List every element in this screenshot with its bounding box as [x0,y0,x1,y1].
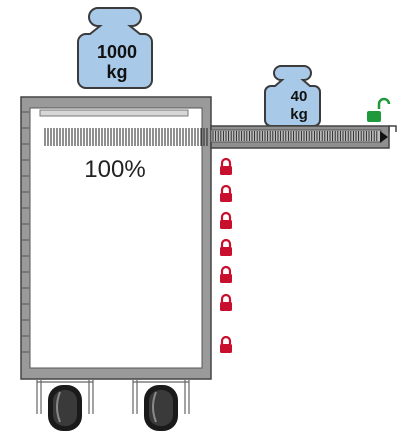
large-weight: 1000 kg [77,7,153,89]
cabinet: 100% [20,96,212,380]
small-weight: 40 kg [264,65,321,127]
rail-end-arrow [380,131,388,143]
padlock-icon[interactable] [220,335,232,353]
padlock-icon[interactable] [220,211,232,229]
fill-level-indicator [44,128,208,146]
extension-rail [210,125,397,149]
cabinet-wheels [36,380,190,431]
small-weight-unit: kg [290,106,308,123]
small-weight-value: 40 [291,88,308,105]
padlock-icon[interactable] [220,184,232,202]
cabinet-top-slot [39,109,189,117]
wheel [36,380,94,431]
cabinet-interior [29,107,203,369]
large-weight-value: 1000 [97,42,137,62]
unlocked-padlock-icon[interactable] [367,97,391,122]
padlock-icon[interactable] [220,293,232,311]
fill-percentage-label: 100% [84,156,145,183]
padlock-icon[interactable] [220,157,232,175]
rail-tick-marks [212,131,378,141]
large-weight-unit: kg [106,62,127,82]
padlock-icon[interactable] [220,265,232,283]
locked-padlocks [220,157,232,353]
wheel [132,380,190,431]
padlock-icon[interactable] [220,238,232,256]
cabinet-left-ribs [21,111,29,353]
rail-end-stop [388,125,397,132]
